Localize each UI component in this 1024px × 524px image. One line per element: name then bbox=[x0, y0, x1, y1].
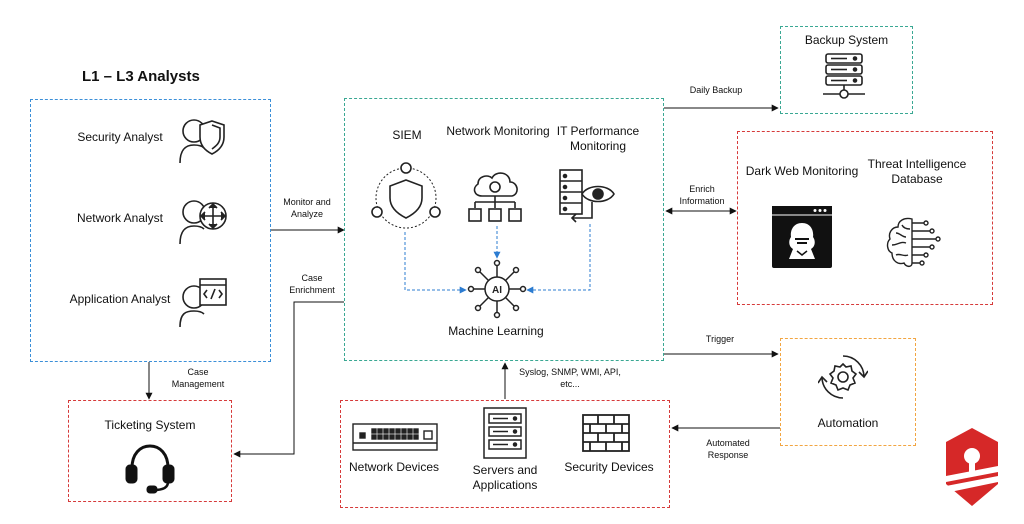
network-devices-label: Network Devices bbox=[348, 460, 440, 474]
case-enrichment-label-1: Case bbox=[301, 273, 323, 283]
monitor-label-1: Monitor and bbox=[283, 197, 331, 207]
automation-label: Automation bbox=[817, 416, 879, 430]
hacker-window-icon bbox=[771, 205, 833, 269]
monitoring-core-box bbox=[344, 98, 664, 361]
application-analyst-label: Application Analyst bbox=[69, 292, 171, 306]
automated-response-label-2: Response bbox=[707, 450, 749, 460]
ticketing-label: Ticketing System bbox=[104, 418, 196, 432]
backup-box bbox=[780, 26, 913, 114]
case-enrichment-label-2: Enrichment bbox=[289, 285, 335, 295]
case-management-label-2: Management bbox=[171, 379, 225, 389]
automated-response-label-1: Automated bbox=[706, 438, 750, 448]
enrich-label-2: Information bbox=[679, 196, 725, 206]
ticketing-box bbox=[68, 400, 232, 502]
itperf-to-ml-arrow bbox=[526, 224, 591, 294]
syslog-label-1: Syslog, SNMP, WMI, API, bbox=[519, 367, 621, 377]
brand-logo-icon bbox=[942, 426, 1002, 508]
case-management-label-1: Case bbox=[187, 367, 209, 377]
siem-shield-icon bbox=[368, 160, 444, 232]
dark-web-label: Dark Web Monitoring bbox=[745, 164, 859, 178]
daily-backup-label: Daily Backup bbox=[689, 85, 743, 95]
threat-intel-label-1: Threat Intelligence bbox=[867, 157, 967, 171]
server-stack-icon bbox=[821, 52, 867, 100]
it-performance-label-2: Monitoring bbox=[569, 139, 627, 153]
backup-label: Backup System bbox=[804, 33, 889, 47]
servers-label-2: Applications bbox=[472, 478, 538, 492]
firewall-icon bbox=[582, 414, 630, 452]
switch-icon bbox=[352, 423, 438, 451]
analysts-title: L1 – L3 Analysts bbox=[82, 68, 200, 85]
siem-label: SIEM bbox=[392, 128, 422, 142]
security-analyst-label: Security Analyst bbox=[77, 130, 163, 144]
servers-label-1: Servers and bbox=[472, 463, 538, 477]
siem-to-ml-arrow bbox=[404, 232, 467, 294]
server-eye-icon bbox=[556, 166, 620, 226]
it-performance-label-1: IT Performance bbox=[556, 124, 640, 138]
trigger-label: Trigger bbox=[705, 334, 735, 344]
ai-chip-icon: AI bbox=[466, 258, 528, 320]
headset-icon bbox=[124, 440, 176, 494]
brain-circuit-icon bbox=[884, 215, 944, 271]
svg-text:AI: AI bbox=[492, 285, 502, 296]
threat-intel-label-2: Database bbox=[891, 172, 943, 186]
code-user-icon bbox=[176, 275, 228, 327]
automation-box bbox=[780, 338, 916, 446]
cloud-network-icon bbox=[466, 166, 528, 228]
enrich-label-1: Enrich bbox=[689, 184, 715, 194]
network-analyst-label: Network Analyst bbox=[76, 211, 164, 225]
devices-box bbox=[340, 400, 670, 508]
security-devices-label: Security Devices bbox=[564, 460, 654, 474]
monitor-label-2: Analyze bbox=[290, 209, 324, 219]
syslog-label-2: etc... bbox=[560, 379, 580, 389]
threat-intel-box bbox=[737, 131, 993, 305]
case-enrichment-arrow bbox=[233, 301, 344, 458]
router-user-icon bbox=[176, 194, 228, 246]
server-rack-icon bbox=[480, 406, 530, 460]
analysts-box bbox=[30, 99, 271, 362]
machine-learning-label: Machine Learning bbox=[448, 324, 544, 338]
gear-cycle-icon bbox=[818, 352, 868, 402]
network-monitoring-label: Network Monitoring bbox=[446, 124, 550, 138]
shield-user-icon bbox=[176, 113, 228, 165]
